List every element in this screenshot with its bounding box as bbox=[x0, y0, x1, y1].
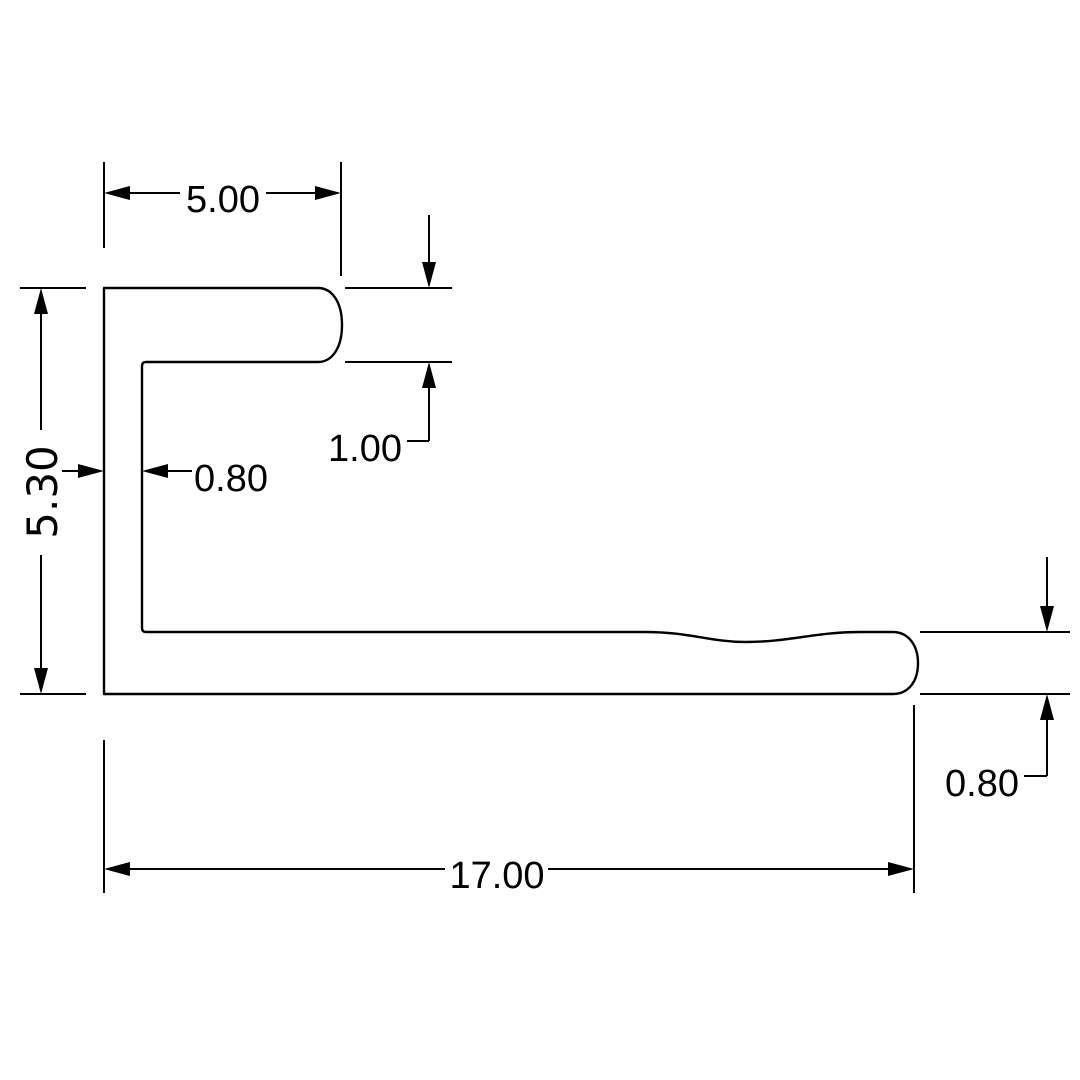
arrow-5-left bbox=[104, 186, 130, 200]
arrow-17-left bbox=[104, 862, 130, 876]
dim-label-bottom-flange-thickness: 0.80 bbox=[945, 763, 1019, 805]
dim-label-top-lip-width: 5.00 bbox=[186, 179, 260, 221]
arrow-flange-up bbox=[1040, 694, 1054, 720]
arrow-17-right bbox=[888, 862, 914, 876]
dim-label-total-length: 17.00 bbox=[449, 855, 544, 897]
arrow-flange-down bbox=[1040, 606, 1054, 632]
dim-label-wall-thickness: 0.80 bbox=[194, 458, 268, 500]
dim-label-total-height: 5.30 bbox=[18, 445, 67, 539]
arrow-wall-left bbox=[78, 464, 104, 478]
arrow-1-down bbox=[422, 262, 436, 288]
arrow-height-up bbox=[34, 288, 48, 314]
arrow-1-up bbox=[422, 362, 436, 388]
dim-label-top-lip-thickness: 1.00 bbox=[328, 428, 402, 470]
arrow-wall-right bbox=[142, 464, 168, 478]
profile-outline bbox=[102, 286, 920, 696]
arrow-height-down bbox=[34, 668, 48, 694]
arrow-5-right bbox=[315, 186, 341, 200]
